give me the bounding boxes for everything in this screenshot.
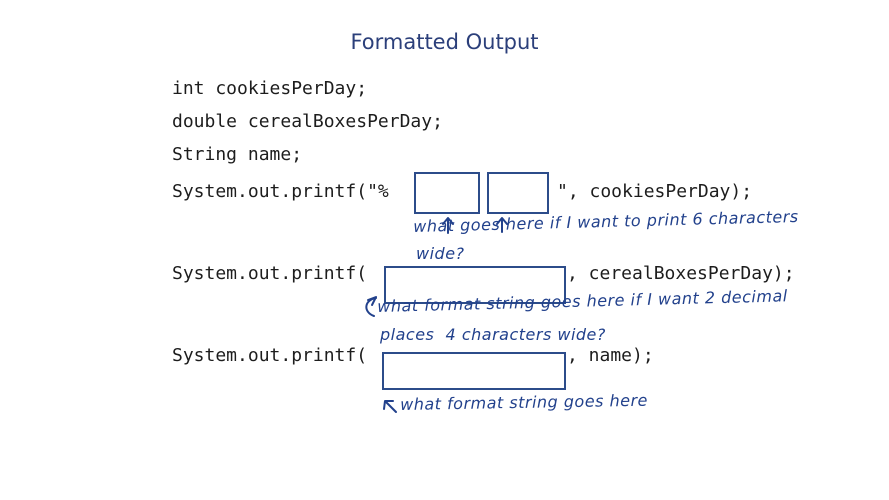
printf3-prefix: System.out.printf(	[172, 345, 368, 366]
printf3-suffix: , name);	[567, 345, 654, 366]
printf2-blank-format	[384, 266, 566, 304]
printf2-suffix: , cerealBoxesPerDay);	[567, 263, 795, 284]
slide-title: Formatted Output	[350, 30, 539, 54]
code-line-name-declaration: String name;	[172, 144, 303, 165]
arrow-up-left-icon	[383, 400, 397, 413]
printf1-blank-width	[487, 172, 549, 214]
printf1-suffix: ", cookiesPerDay);	[557, 181, 753, 202]
printf2-prefix: System.out.printf(	[172, 263, 368, 284]
printf1-prefix: System.out.printf("%	[172, 181, 389, 202]
annotation-format-string-question: what format string goes here	[400, 390, 649, 414]
code-line-cereal-declaration: double cerealBoxesPerDay;	[172, 111, 443, 132]
annotation-2-decimals-question-cont: places 4 characters wide?	[380, 325, 606, 344]
annotation-6-chars-question-cont: wide?	[416, 244, 465, 263]
curved-arrow-icon	[365, 296, 377, 317]
code-line-cookies-declaration: int cookiesPerDay;	[172, 78, 368, 99]
printf1-blank-flag	[414, 172, 480, 214]
printf3-blank-format	[382, 352, 566, 390]
